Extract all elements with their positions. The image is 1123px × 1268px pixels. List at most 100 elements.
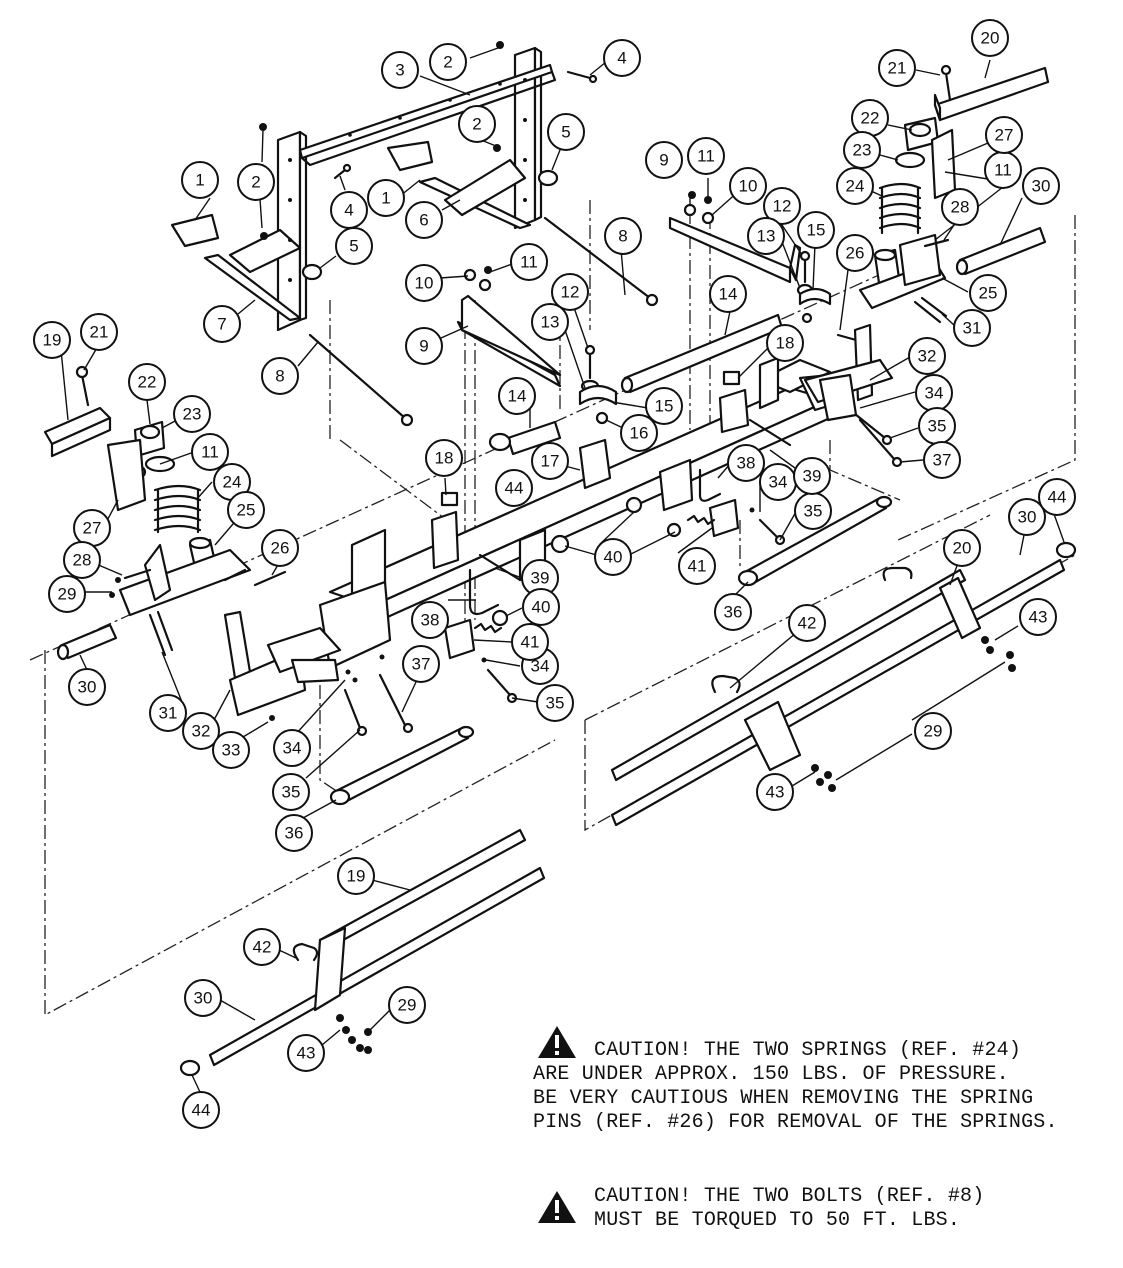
- svg-text:8: 8: [618, 227, 627, 246]
- svg-text:38: 38: [737, 454, 756, 473]
- svg-text:26: 26: [271, 539, 290, 558]
- lower-right-assembly: [610, 541, 1077, 827]
- callout-42a: 42: [788, 604, 826, 642]
- callout-3: 3: [381, 51, 419, 89]
- callout-35d: 35: [272, 773, 310, 811]
- callout-27b: 27: [73, 509, 111, 547]
- callout-10b: 10: [729, 167, 767, 205]
- washers-nuts-upper: [463, 191, 715, 292]
- svg-text:30: 30: [1018, 508, 1037, 527]
- callout-7: 7: [203, 305, 241, 343]
- svg-text:43: 43: [297, 1044, 316, 1063]
- caution-springs-line1: CAUTION! THE TWO SPRINGS (REF. #24): [594, 1039, 1022, 1062]
- callout-40b: 40: [522, 588, 560, 626]
- callout-20a: 20: [971, 19, 1009, 57]
- callout-9b: 9: [645, 141, 683, 179]
- callout-5a: 5: [547, 113, 585, 151]
- callout-44b: 44: [495, 469, 533, 507]
- svg-text:2: 2: [251, 173, 260, 192]
- caution-springs-line4: PINS (REF. #26) FOR REMOVAL OF THE SPRIN…: [533, 1111, 1058, 1134]
- callout-30d: 30: [184, 979, 222, 1017]
- svg-text:2: 2: [443, 53, 452, 72]
- svg-text:30: 30: [78, 678, 97, 697]
- svg-text:35: 35: [282, 783, 301, 802]
- callout-16: 16: [620, 414, 658, 452]
- svg-text:6: 6: [419, 211, 428, 230]
- callout-27a: 27: [985, 116, 1023, 154]
- svg-text:18: 18: [776, 334, 795, 353]
- spacers-5: [301, 169, 559, 281]
- bolts-39: [478, 418, 792, 582]
- main-frame-17: [318, 356, 850, 670]
- callout-28b: 28: [63, 541, 101, 579]
- lower-left-assembly: [179, 828, 546, 1077]
- right-spring-assembly: [803, 64, 1050, 422]
- svg-text:39: 39: [531, 569, 550, 588]
- callout-4b: 4: [330, 191, 368, 229]
- svg-text:44: 44: [505, 479, 524, 498]
- svg-text:1: 1: [381, 189, 390, 208]
- u-bolts-38: [468, 468, 722, 616]
- svg-text:29: 29: [924, 722, 943, 741]
- svg-text:22: 22: [138, 373, 157, 392]
- callout-2b: 2: [237, 163, 275, 201]
- svg-text:2: 2: [472, 115, 481, 134]
- callout-11b: 11: [687, 137, 725, 175]
- svg-text:44: 44: [192, 1101, 211, 1120]
- svg-text:9: 9: [659, 151, 668, 170]
- callout-11a: 11: [510, 243, 548, 281]
- callout-25b: 25: [227, 491, 265, 529]
- callout-23a: 23: [843, 131, 881, 169]
- svg-text:28: 28: [951, 198, 970, 217]
- svg-text:21: 21: [90, 323, 109, 342]
- svg-text:35: 35: [804, 502, 823, 521]
- svg-text:9: 9: [419, 337, 428, 356]
- callout-6: 6: [405, 201, 443, 239]
- callout-25a: 25: [969, 274, 1007, 312]
- callout-30a: 30: [1022, 167, 1060, 205]
- callout-13b: 13: [747, 217, 785, 255]
- callout-8a: 8: [604, 217, 642, 255]
- callout-23b: 23: [173, 395, 211, 433]
- svg-text:40: 40: [604, 548, 623, 567]
- hardware-upper: [259, 41, 598, 240]
- callout-43b: 43: [756, 773, 794, 811]
- svg-text:43: 43: [1029, 608, 1048, 627]
- svg-text:15: 15: [655, 397, 674, 416]
- callout-43c: 43: [287, 1034, 325, 1072]
- seat-frame: [170, 46, 557, 332]
- svg-text:34: 34: [531, 657, 550, 676]
- svg-text:27: 27: [995, 126, 1014, 145]
- callout-11d: 11: [191, 433, 229, 471]
- callout-38a: 38: [727, 444, 765, 482]
- callout-24a: 24: [836, 167, 874, 205]
- svg-text:12: 12: [773, 197, 792, 216]
- svg-text:11: 11: [697, 147, 715, 166]
- callout-29c: 29: [388, 986, 426, 1024]
- callout-44c: 44: [182, 1091, 220, 1129]
- svg-text:35: 35: [546, 694, 565, 713]
- svg-text:37: 37: [933, 451, 952, 470]
- svg-text:23: 23: [183, 405, 202, 424]
- svg-text:43: 43: [766, 783, 785, 802]
- callout-15a: 15: [645, 387, 683, 425]
- callout-22a: 22: [851, 99, 889, 137]
- callout-29b: 29: [914, 712, 952, 750]
- callout-35c: 35: [536, 684, 574, 722]
- callout-2c: 2: [458, 105, 496, 143]
- svg-text:14: 14: [508, 387, 527, 406]
- callout-15b: 15: [797, 211, 835, 249]
- svg-text:19: 19: [347, 867, 366, 886]
- callout-29a: 29: [48, 575, 86, 613]
- callout-2a: 2: [429, 43, 467, 81]
- callout-36a: 36: [714, 593, 752, 631]
- callout-30c: 30: [68, 668, 106, 706]
- svg-text:14: 14: [719, 285, 738, 304]
- svg-text:5: 5: [561, 123, 570, 142]
- callout-14b: 14: [498, 377, 536, 415]
- callout-18b: 18: [766, 324, 804, 362]
- callout-44a: 44: [1038, 478, 1076, 516]
- svg-text:25: 25: [979, 284, 998, 303]
- svg-text:21: 21: [888, 59, 907, 78]
